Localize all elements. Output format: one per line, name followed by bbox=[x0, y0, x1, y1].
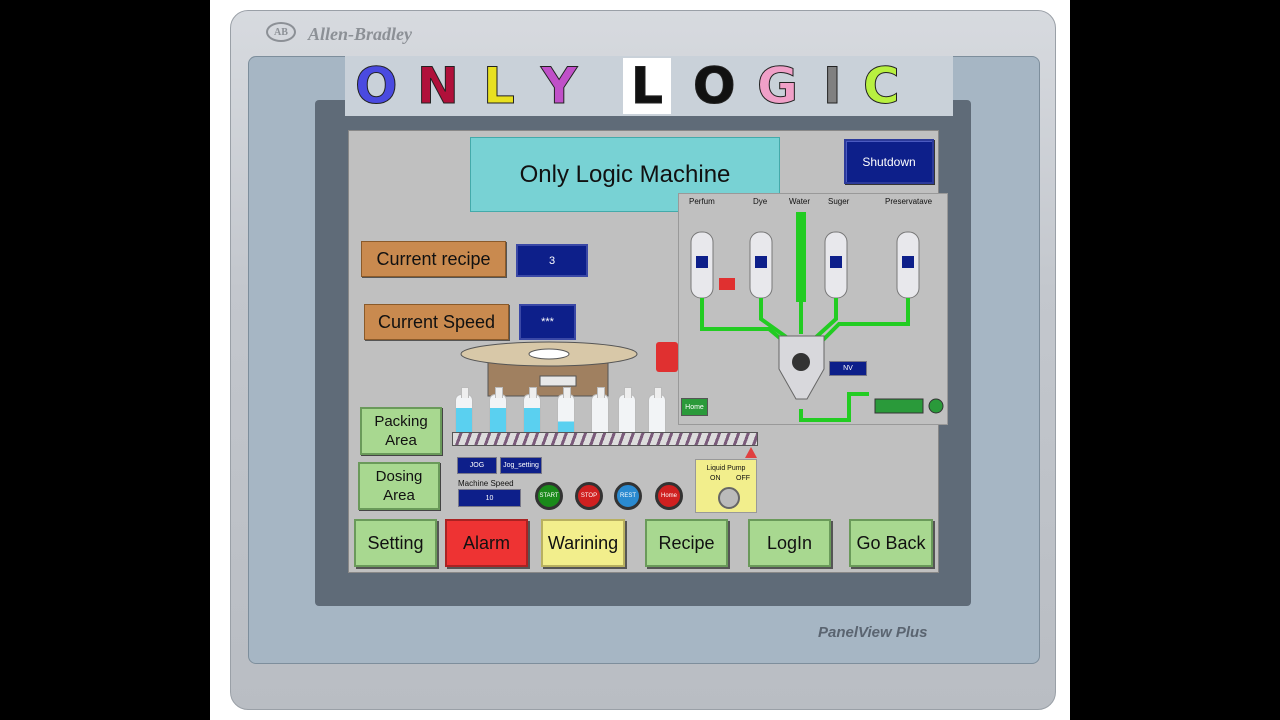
reset-button[interactable]: REST bbox=[614, 482, 642, 510]
logo-letter: O bbox=[693, 57, 737, 115]
jog-setting-button[interactable]: Jog_setting bbox=[500, 457, 542, 474]
tank-label: Preservatave bbox=[885, 197, 933, 206]
logo-letter: C bbox=[863, 57, 901, 115]
logo-letter: L bbox=[483, 57, 516, 115]
recipe-button[interactable]: Recipe bbox=[645, 519, 728, 567]
bottle-icon bbox=[455, 387, 473, 440]
logo-banner: O N L Y L O G I C bbox=[345, 56, 953, 116]
machine-speed-label: Machine Speed bbox=[458, 479, 514, 488]
bottle-icon bbox=[489, 387, 507, 440]
turntable-icon bbox=[460, 341, 638, 397]
jog-button[interactable]: JOG bbox=[457, 457, 497, 474]
dosing-area-overlay: Perfum Dye Water Suger Preservatave bbox=[678, 193, 948, 425]
machine-speed-input[interactable]: 10 bbox=[458, 489, 521, 507]
packing-area-button[interactable]: Packing Area bbox=[360, 407, 442, 455]
selector-knob-icon[interactable] bbox=[718, 487, 740, 509]
current-recipe-label: Current recipe bbox=[361, 241, 506, 277]
pump-off-label: OFF bbox=[736, 475, 750, 482]
current-recipe-value[interactable]: 3 bbox=[516, 244, 588, 277]
pump-label: Liquid Pump bbox=[706, 465, 746, 472]
setting-button[interactable]: Setting bbox=[354, 519, 437, 567]
stop-button[interactable]: STOP bbox=[575, 482, 603, 510]
mixer-value[interactable]: NV bbox=[829, 361, 867, 376]
bottle-icon bbox=[618, 387, 636, 440]
brand-name: Allen-Bradley bbox=[308, 24, 412, 44]
warning-triangle-icon bbox=[745, 447, 757, 458]
shutdown-button[interactable]: Shutdown bbox=[844, 139, 934, 184]
warning-button[interactable]: Warining bbox=[541, 519, 625, 567]
tank-label: Dye bbox=[753, 197, 768, 206]
emergency-stop-icon[interactable] bbox=[656, 342, 678, 372]
logo-letter: L bbox=[623, 58, 671, 115]
home-button[interactable]: Home bbox=[655, 482, 683, 510]
start-button[interactable]: START bbox=[535, 482, 563, 510]
conveyor-belt bbox=[452, 432, 758, 446]
tank-label: Water bbox=[789, 197, 811, 206]
logo-letter: O bbox=[355, 57, 399, 115]
brand-logo-icon: AB bbox=[266, 22, 296, 42]
pump-on-label: ON bbox=[710, 475, 721, 482]
go-back-button[interactable]: Go Back bbox=[849, 519, 933, 567]
alarm-button[interactable]: Alarm bbox=[445, 519, 528, 567]
dosing-area-button[interactable]: Dosing Area bbox=[358, 462, 440, 510]
tank-label: Perfum bbox=[689, 197, 715, 206]
logo-letter: Y bbox=[540, 57, 578, 115]
logo-letter: I bbox=[823, 57, 843, 115]
dosing-diagram-icon bbox=[690, 212, 944, 422]
liquid-pump-switch[interactable]: Liquid Pump ON OFF bbox=[695, 459, 757, 513]
dosing-home-button[interactable]: Home bbox=[681, 398, 708, 416]
logo-letter: N bbox=[417, 57, 460, 115]
bottle-icon bbox=[648, 387, 666, 440]
logo-letter: G bbox=[756, 57, 799, 115]
login-button[interactable]: LogIn bbox=[748, 519, 831, 567]
current-speed-value[interactable]: *** bbox=[519, 304, 576, 340]
tank-label: Suger bbox=[828, 197, 850, 206]
current-speed-label: Current Speed bbox=[364, 304, 509, 340]
model-name: PanelView Plus bbox=[818, 624, 928, 641]
